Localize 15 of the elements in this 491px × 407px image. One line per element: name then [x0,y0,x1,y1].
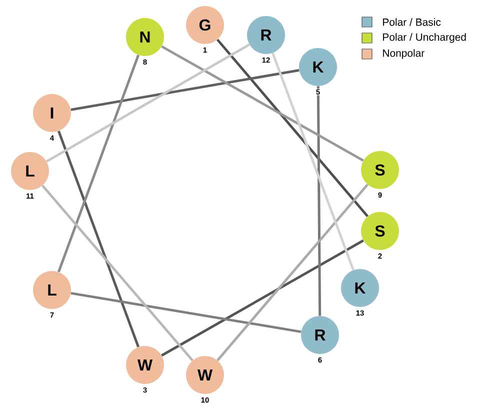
connector-line [70,69,300,111]
connector-line [70,292,302,334]
connector-line [57,54,140,272]
connector-line [161,239,364,357]
connector-line [216,38,369,218]
legend-label: Polar / Uncharged [383,33,466,43]
legend-label: Nonpolar [383,49,424,59]
connector-line [272,52,354,270]
legend-label: Polar / Basic [383,18,441,26]
connector-line [46,44,250,162]
connector-line [161,45,364,162]
connector-line [42,184,194,362]
connector-line [57,130,140,348]
connector-line [316,86,322,316]
connector-line [216,184,368,362]
